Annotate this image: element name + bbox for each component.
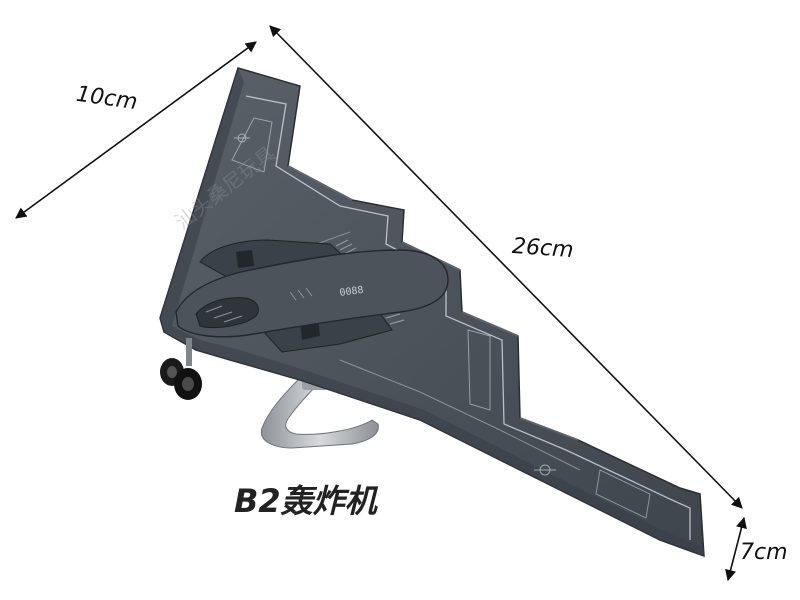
landing-gear xyxy=(160,338,202,400)
fuselage: 0088 xyxy=(175,249,449,338)
length-dimension-label: 26cm xyxy=(511,233,575,264)
length-dimension-line xyxy=(269,25,743,509)
model-serial-number: 0088 xyxy=(339,285,364,299)
height-dimension-label: 7cm xyxy=(740,540,788,565)
height-dimension-line xyxy=(725,516,747,582)
product-caption: B2轰炸机 xyxy=(234,482,377,520)
width-dimension-line xyxy=(15,41,257,219)
